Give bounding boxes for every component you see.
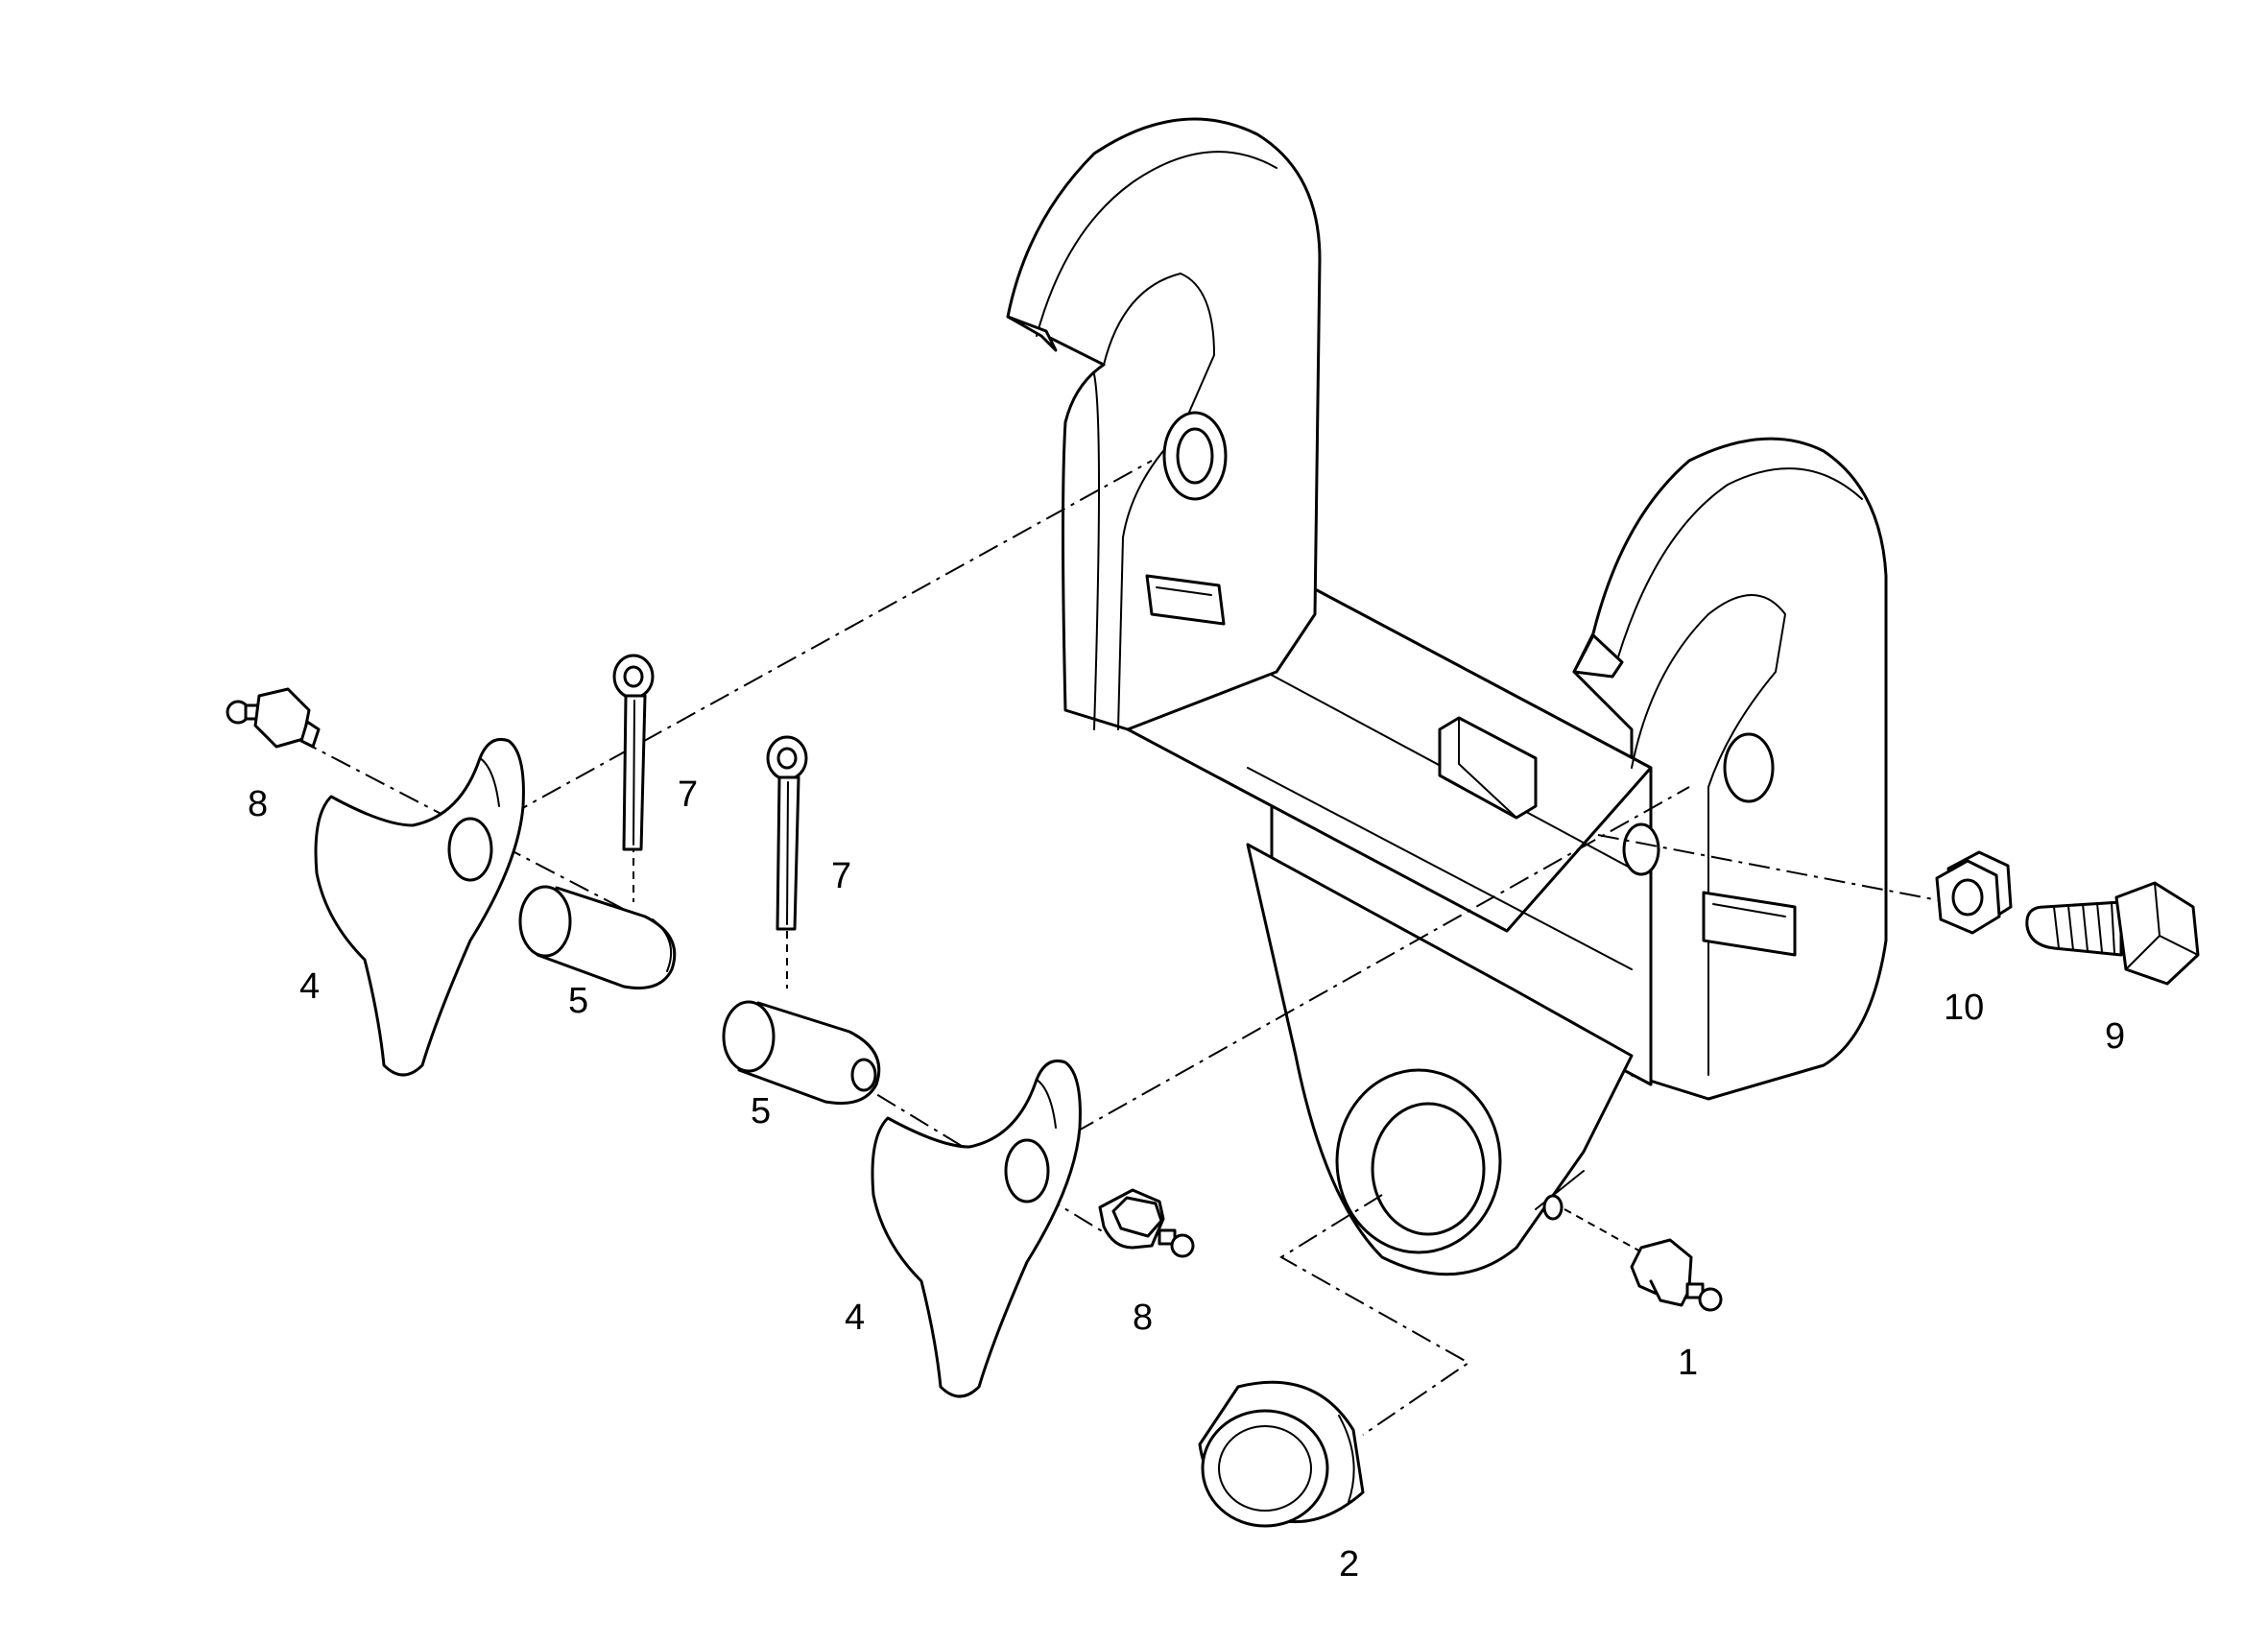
bracket-right-hook-tip [1572, 633, 1624, 679]
callout-5-upper: 5 [568, 981, 588, 1021]
part-9-bolt [2025, 881, 2200, 986]
bracket-frame [1006, 117, 1888, 1276]
bracket-left-hook-tip [1006, 315, 1058, 352]
callout-7-lower: 7 [831, 856, 851, 896]
callout-2: 2 [1339, 1544, 1359, 1584]
callout-10: 10 [1944, 988, 1984, 1028]
part-7-split-pin-lower [766, 735, 808, 931]
callout-4-lower: 4 [845, 1298, 865, 1338]
right-plate-bolt-hole [1622, 822, 1660, 876]
part-2-bushing [1198, 1380, 1365, 1528]
callout-1: 1 [1678, 1343, 1698, 1383]
callout-8-left: 8 [248, 784, 268, 824]
part-5-pin-upper [518, 885, 677, 989]
callout-9: 9 [2105, 1016, 2125, 1057]
part-1-grease-nipple [1630, 1238, 1723, 1312]
part-5-pin-lower [722, 1000, 881, 1106]
part-4-lever-lower [871, 1060, 1082, 1398]
callout-8-lower: 8 [1133, 1298, 1153, 1338]
right-plate-slot [1702, 891, 1797, 957]
callout-labels: 8 7 4 5 7 5 8 4 2 1 10 9 [248, 774, 2125, 1584]
callout-7-upper: 7 [678, 774, 698, 815]
part-10-nut [1935, 850, 2013, 935]
part-8-grease-nipple-left [226, 687, 321, 749]
part-4-lever-upper [314, 738, 525, 1077]
right-plate-pivot-hole [1723, 732, 1775, 803]
callout-5-lower: 5 [751, 1091, 771, 1132]
callout-4-upper: 4 [299, 966, 320, 1007]
part-7-split-pin-upper [612, 654, 655, 851]
bracket-left-plate [1006, 117, 1322, 731]
leader-lines [297, 460, 1949, 1436]
part-8-grease-nipple-lower [1098, 1188, 1195, 1258]
